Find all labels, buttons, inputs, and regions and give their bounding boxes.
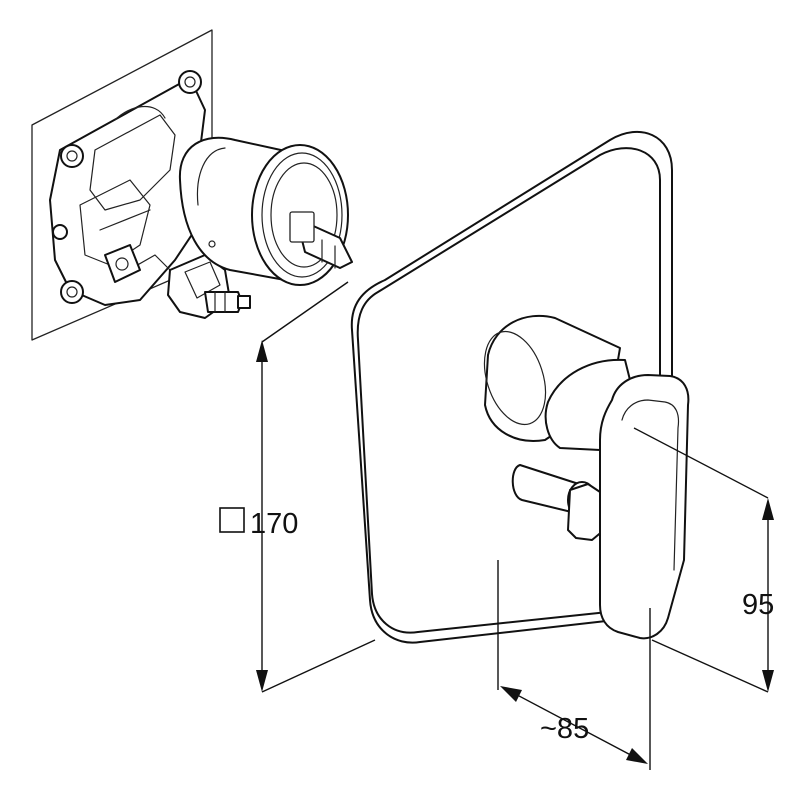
square-symbol: [219, 507, 245, 533]
side-connector: [104, 244, 141, 283]
bottom-fitting: [167, 254, 251, 319]
dimension-170: 170: [219, 281, 376, 693]
mounting-screws: [52, 70, 202, 304]
concealed-valve-assembly: [31, 29, 353, 341]
cartridge: [178, 136, 353, 286]
dimension-label-85: ~85: [540, 713, 589, 745]
lever-paddle: [599, 374, 690, 640]
dimension-95: 95: [633, 427, 774, 693]
dimension-label-95: 95: [742, 589, 774, 621]
dimension-label-170: 170: [250, 508, 298, 540]
diverter-knob: [511, 464, 605, 541]
valve-body: [49, 77, 211, 306]
dimension-85: ~85: [497, 560, 651, 770]
lever-handle: [483, 314, 690, 640]
